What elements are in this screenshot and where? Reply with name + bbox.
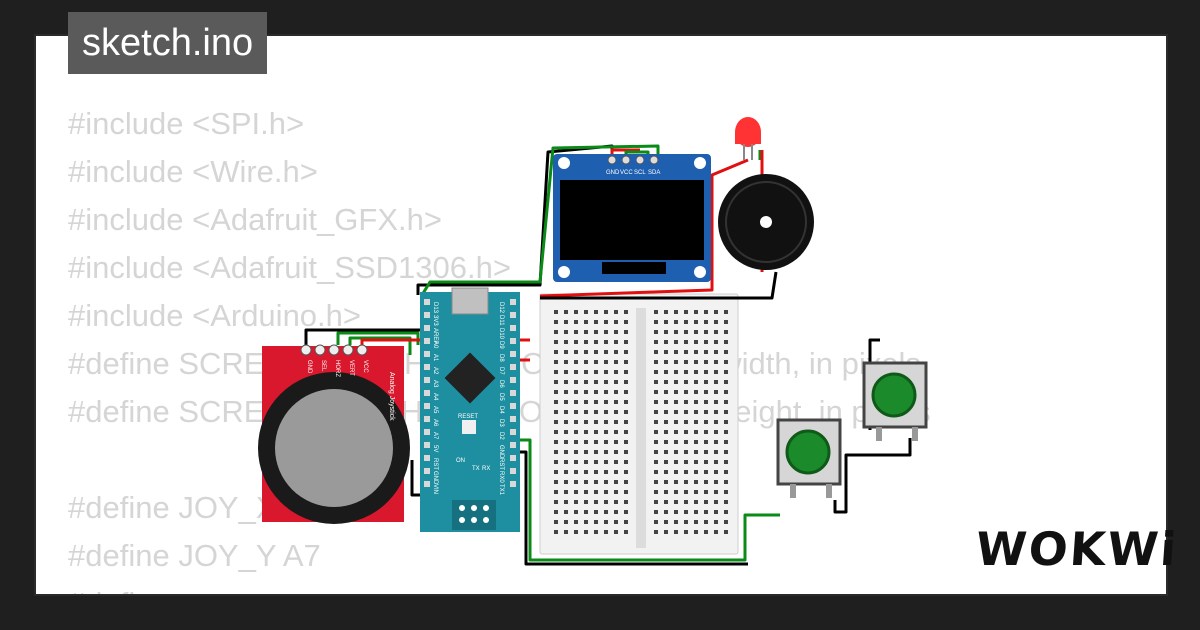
led-red	[735, 117, 761, 160]
nano-pin-label: D3	[498, 419, 504, 427]
nano-pin-label: A7	[432, 432, 438, 440]
joystick-pin-label: VERT	[348, 360, 354, 376]
nano-pin-label: RST	[432, 458, 438, 470]
nano-pin-label: GND	[432, 471, 438, 485]
nano-pin-label: A0	[432, 341, 438, 349]
nano-pin-label: RX0	[498, 471, 504, 483]
arduino-nano: RESET ON TX RX D133V3AREFA0A1A2A3A4A5A6A…	[420, 287, 520, 532]
code-line: #include <SPI.h>	[68, 106, 305, 141]
push-button-2	[862, 361, 928, 441]
oled-pin-label: SDA	[648, 170, 660, 176]
nano-rx-label: RX	[482, 466, 490, 472]
nano-pin-label: D2	[498, 432, 504, 440]
code-line: #define JOY_Y A7	[68, 538, 321, 573]
joystick-pin-label: HORZ	[334, 360, 340, 377]
nano-pin-label: D4	[498, 406, 504, 414]
nano-pin-label: A3	[432, 380, 438, 388]
oled-pin-label: VCC	[620, 170, 633, 176]
nano-pin-label: A6	[432, 419, 438, 427]
nano-pin-label: D5	[498, 393, 504, 401]
nano-pin-label: A1	[432, 354, 438, 362]
nano-pin-label: D10	[498, 328, 504, 340]
nano-pin-label: D9	[498, 341, 504, 349]
oled-pin-label: GND	[606, 170, 620, 176]
nano-pin-label: D7	[498, 367, 504, 375]
nano-pin-label: D8	[498, 354, 504, 362]
nano-pin-label: D12	[498, 302, 504, 314]
nano-pin-label: 3V3	[432, 315, 438, 326]
nano-pin-label: RST	[498, 458, 504, 470]
nano-pin-label: A4	[432, 393, 438, 401]
code-line: #define ...	[68, 580, 931, 594]
push-button-1	[776, 418, 842, 498]
nano-tx-label: TX	[472, 466, 480, 472]
code-line: #include <Adafruit_SSD1306.h>	[68, 250, 511, 285]
joystick-label: Analog Joystick	[388, 372, 395, 421]
code-line: #include <Wire.h>	[68, 154, 318, 189]
code-line: #include <Adafruit_GFX.h>	[68, 202, 442, 237]
nano-pin-label: GND	[498, 445, 504, 459]
wokwi-logo: WOKWi	[974, 522, 1180, 576]
joystick-pin-label: SEL	[320, 360, 326, 372]
nano-reset-label: RESET	[458, 414, 478, 420]
code-line: #include <Arduino.h>	[68, 298, 362, 333]
nano-pin-label: 5V	[432, 445, 438, 452]
nano-pin-label: TX1	[498, 484, 504, 496]
nano-pin-label: VIN	[432, 484, 438, 494]
nano-pin-label: A2	[432, 367, 438, 375]
nano-pin-label: D11	[498, 315, 504, 326]
buzzer	[718, 174, 814, 270]
joystick-pin-label: GND	[306, 360, 312, 374]
oled-pin-label: SCL	[634, 170, 646, 176]
nano-on-label: ON	[456, 458, 465, 464]
file-tab[interactable]: sketch.ino	[68, 12, 268, 74]
analog-joystick: Analog Joystick GND SEL HORZ VERT VCC	[258, 344, 410, 524]
nano-pin-label: AREF	[432, 328, 438, 344]
joystick-pin-label: VCC	[362, 360, 368, 373]
nano-pin-label: A5	[432, 406, 438, 414]
breadboard	[539, 293, 739, 555]
nano-pin-label: D6	[498, 380, 504, 388]
nano-pin-label: D13	[432, 302, 438, 314]
